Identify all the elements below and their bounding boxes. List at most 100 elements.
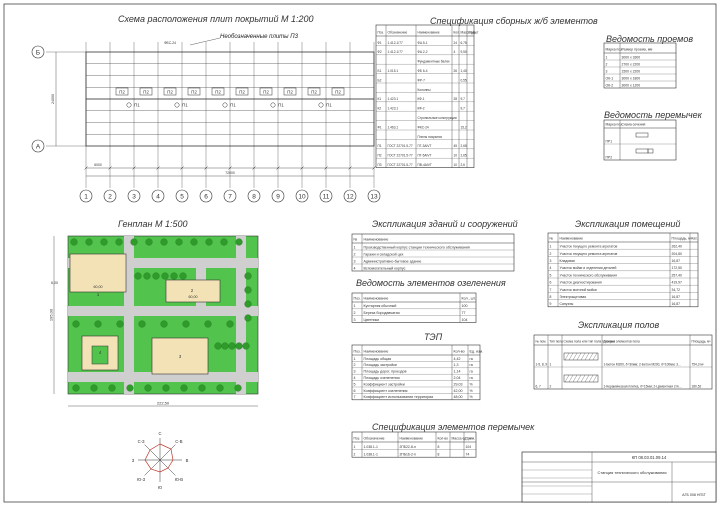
table-cell: 28 xyxy=(454,97,458,101)
hatch xyxy=(576,352,582,361)
table-cell: 262,40 xyxy=(672,245,682,249)
table-cell: 3 xyxy=(354,370,356,374)
plan-title: Схема расположения плит покрытий М 1:200 xyxy=(118,14,314,24)
table-cell: 7 xyxy=(550,288,552,292)
tree xyxy=(221,342,229,350)
table-cell: Участок технического обслуживания xyxy=(560,273,618,277)
table-cell: 1.412-1/77 xyxy=(388,41,403,45)
table-cell: 1.015.1 xyxy=(388,69,399,73)
axis-bubble xyxy=(127,189,141,203)
table-cell: ФР-7 xyxy=(418,78,426,82)
tree xyxy=(244,300,252,308)
tree xyxy=(220,238,228,246)
axis-bubble xyxy=(103,189,117,203)
table-header: Наименование xyxy=(364,350,389,354)
table-frame xyxy=(533,334,713,390)
table-header: Площадь, м² xyxy=(692,340,711,344)
table-cell: П3 xyxy=(378,163,382,167)
tree xyxy=(144,384,152,392)
table-cell: 77 xyxy=(462,311,466,315)
table-cell: ФА.5-1 xyxy=(418,41,428,45)
tree xyxy=(90,384,98,392)
table-cell: 754,3 м² xyxy=(692,362,704,366)
courtyard xyxy=(91,345,109,365)
axis-bubble xyxy=(199,189,213,203)
table-cell: 8 xyxy=(438,445,440,449)
table-cell: 1,3 xyxy=(454,363,459,367)
rose-label: С-З xyxy=(138,439,145,444)
stamp-title: Станция технического обслуживания xyxy=(598,470,667,475)
axis-bubble xyxy=(295,189,309,203)
tree xyxy=(226,320,234,328)
table-header: Схема сечения xyxy=(622,123,646,127)
table-header: № xyxy=(354,238,358,242)
table-cell: Б2 xyxy=(378,78,382,82)
table-header: Кол., шт. xyxy=(462,297,476,301)
dim-text: 72000 xyxy=(225,171,235,175)
table-cell: Колонны xyxy=(418,88,432,92)
table-header: Данные элементов пола xyxy=(604,340,640,344)
table-header: Кол-во xyxy=(454,350,465,354)
table-header: № пом. xyxy=(536,340,547,344)
table-header: Обозначение xyxy=(388,31,408,35)
rose-axis xyxy=(159,444,176,461)
table-cell: 15,2 xyxy=(461,125,467,129)
tree xyxy=(126,384,134,392)
axis-bubble xyxy=(175,189,189,203)
dim-text: 6000 xyxy=(94,163,102,167)
table-cell: 5 xyxy=(354,382,356,386)
building xyxy=(165,279,221,303)
table-cell: 1 xyxy=(550,245,552,249)
hatch xyxy=(588,374,594,383)
hatch xyxy=(568,374,574,383)
axis-label: 4 xyxy=(156,194,160,201)
table-cell: ПГ-3АIVТ xyxy=(418,144,432,148)
table-cell: 4 xyxy=(354,266,356,270)
table-cell: 1.038.1-1 xyxy=(364,453,378,457)
table-cell: 45 xyxy=(454,144,458,148)
dim-text: 222,50 xyxy=(157,401,170,406)
table-cell: 1 xyxy=(354,445,356,449)
tree xyxy=(160,238,168,246)
slab-p1-label: П1 xyxy=(326,103,332,108)
slab-mark-p2 xyxy=(235,87,249,96)
table-header: Поз. xyxy=(354,350,361,354)
table-cell: Коэффициент застройки xyxy=(364,382,405,386)
dim-text: 195,00 xyxy=(49,308,54,321)
table-cell: 1-Бетон М200, δ=30мм; 2-Бетон М200, δ=10… xyxy=(604,362,682,366)
tree xyxy=(190,238,198,246)
rose-label: З xyxy=(132,458,135,463)
rose-label: С-В xyxy=(175,439,182,444)
axis-label: 9 xyxy=(276,194,280,201)
table-cell: Участок текущего ремонта агрегатов xyxy=(560,245,618,249)
rose-axis xyxy=(144,459,161,476)
table-header: Масса ед., т xyxy=(461,31,480,35)
hatch xyxy=(572,352,578,361)
table-cell: 4,42 xyxy=(454,357,461,361)
tree xyxy=(170,272,178,280)
table-header: Наименование xyxy=(364,297,389,301)
table-cell: П1 xyxy=(378,144,382,148)
table-cell: 6,75 xyxy=(461,41,467,45)
slab-mark-p2 xyxy=(211,87,225,96)
table-cell: 10 xyxy=(454,163,458,167)
slab-mark-p1 xyxy=(174,102,180,108)
table-cell: 74 xyxy=(466,453,470,457)
table-cell: ПГ-5АIVТ xyxy=(418,154,432,158)
slab-p2-label: П2 xyxy=(239,90,245,95)
table-header: Поз. xyxy=(354,297,361,301)
table-cell: 42,00 xyxy=(454,389,463,393)
table-cell: ПВ-4АIVТ xyxy=(418,163,432,167)
tree xyxy=(204,320,212,328)
table-cell: 3 xyxy=(354,318,356,322)
table-header: Марка поз. xyxy=(606,48,623,52)
table-cell: Площадь дорог, проездов xyxy=(364,370,407,374)
table-header: Площадь, м² xyxy=(672,237,693,241)
table-cell: Стропильные конструкции xyxy=(418,116,457,120)
table-cell: 3000 х 3300 xyxy=(622,55,641,59)
